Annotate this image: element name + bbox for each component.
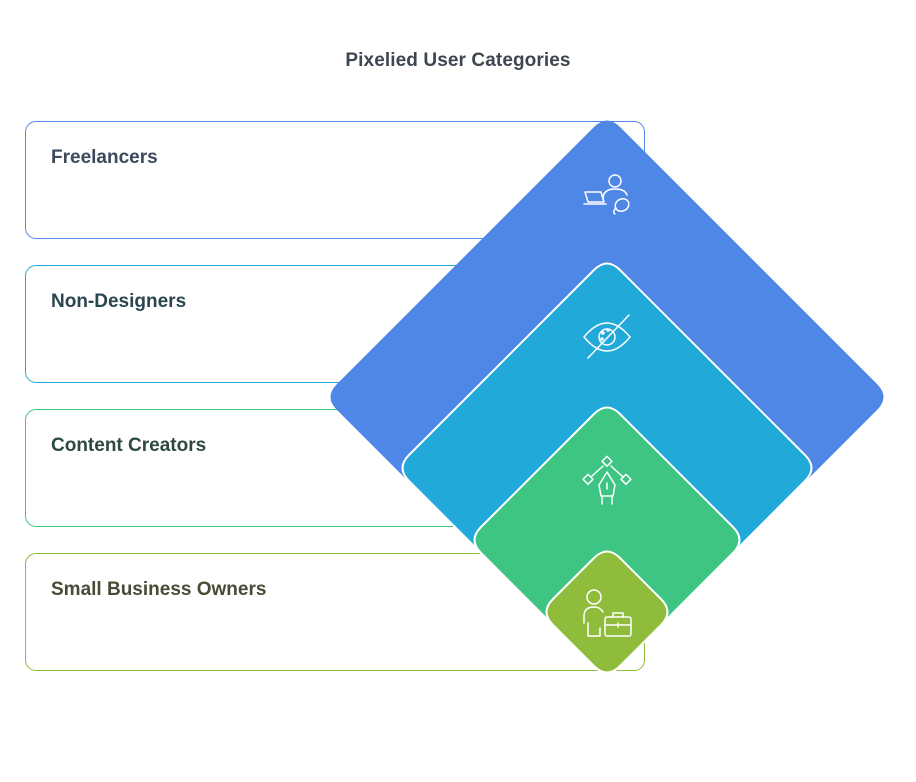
category-label: Small Business Owners [51,579,267,600]
freelancer-laptop-icon [583,174,630,215]
pen-tool-icon [582,455,632,505]
eye-slash-icon [583,314,631,359]
diagram-title: Pixelied User Categories [345,50,571,71]
diamond-small-business-owners [545,550,669,674]
category-label: Freelancers [51,147,158,168]
person-briefcase-icon [583,589,632,637]
category-label: Content Creators [51,435,207,456]
category-label: Non-Designers [51,291,187,312]
